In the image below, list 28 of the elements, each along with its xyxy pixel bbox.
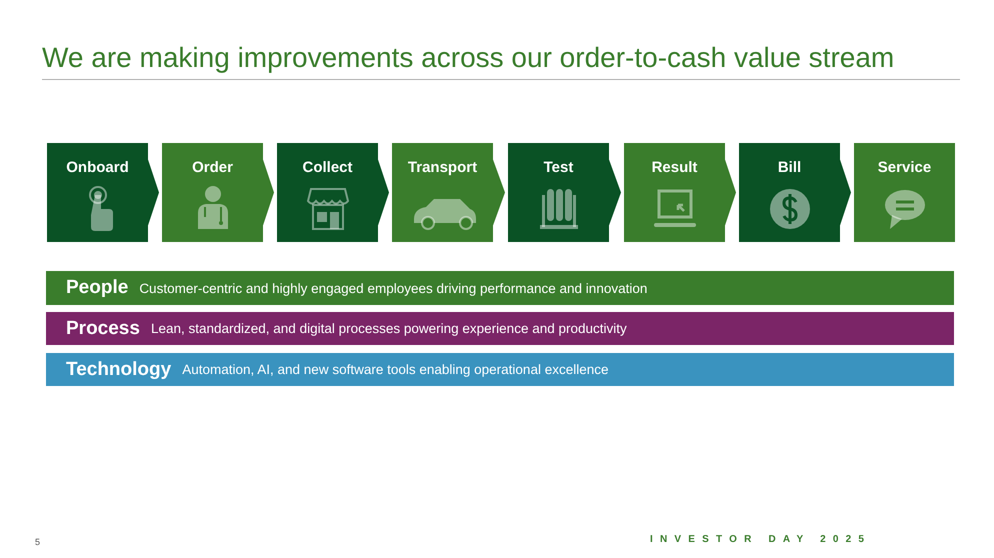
pillar-heading: Process [66,318,140,340]
pillar-heading: People [66,277,128,299]
step-label: Transport [406,159,478,176]
step-label: Collect [301,159,354,176]
step-label: Test [542,159,574,176]
chevron-arrow [493,160,505,226]
step-label: Onboard [65,159,130,176]
process-step-box [854,143,955,242]
pillar-band [46,312,954,345]
pillar-description: Customer-centric and highly engaged employees driving performance and innovation [139,280,648,296]
chevron-arrow [609,160,621,226]
chevron-arrow [263,160,274,226]
pillar-description: Automation, AI, and new software tools enabling operational excellence [182,362,608,377]
page-number: 5 [35,537,40,547]
chevron-arrow [725,160,736,226]
slide-title: We are making improvements across our order-to-cash value stream [42,42,894,74]
chevron-arrow [840,160,851,226]
chevron-arrow [378,160,389,226]
step-label: Result [650,159,698,176]
step-label: Order [191,159,234,176]
step-label: Bill [776,159,802,176]
step-label: Service [876,159,932,176]
chevron-arrow [148,160,159,226]
pillar-band [46,353,954,386]
pillar-band [46,271,954,305]
pillar-description: Lean, standardized, and digital processes powering experience and productivity [150,321,627,336]
pillar-heading: Technology [66,358,172,380]
footer-text: INVESTOR DAY 2025 [650,534,872,545]
